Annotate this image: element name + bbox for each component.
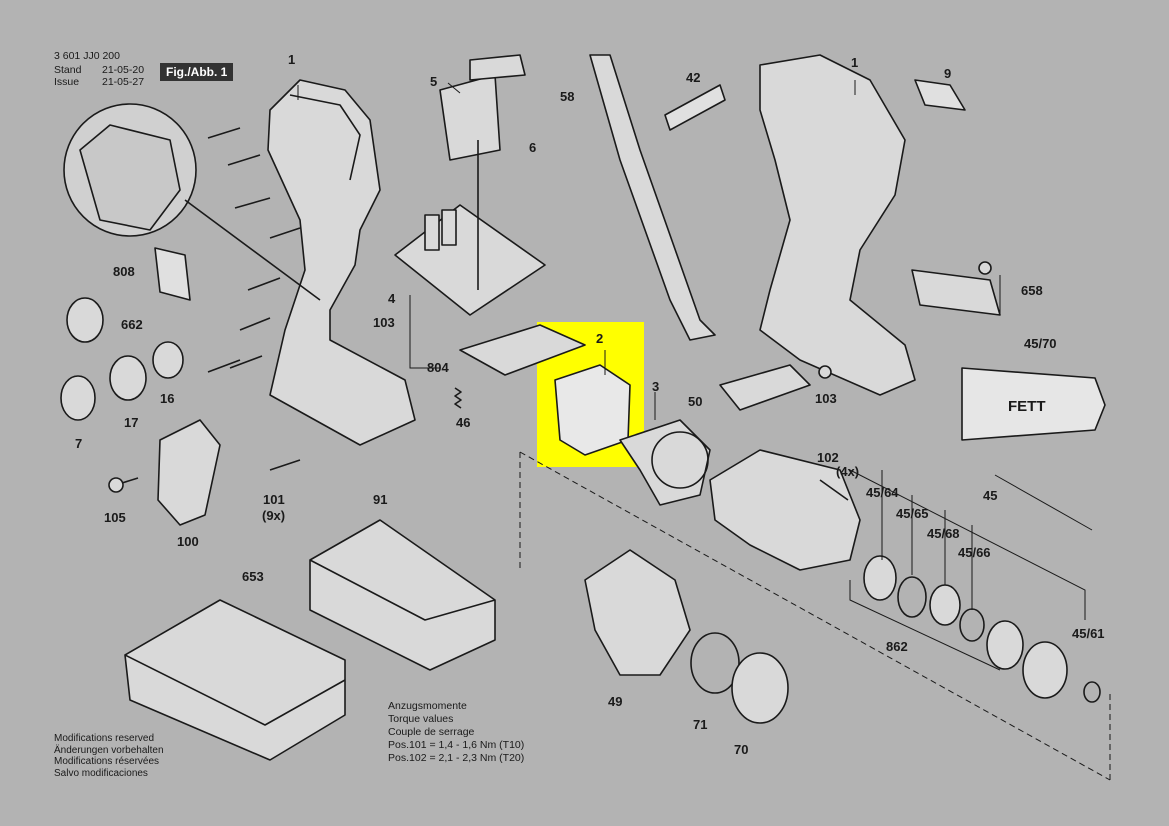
part-16 [152,341,184,379]
part-label: 45/64 [866,485,899,500]
grease-label: FETT [1008,398,1046,415]
part-label: 7 [75,436,83,451]
part-label: 91 [373,492,388,507]
note-fr: Modifications réservées [54,756,160,767]
part-label: 45/66 [958,545,991,560]
label-808 [154,247,191,301]
torque-title-fr: Couple de serrage [388,726,475,738]
grease-tube [961,367,1106,441]
part-label: 5 [430,74,438,89]
part-label: 1 [288,52,296,67]
figure-badge: Fig./Abb. 1 [160,63,234,81]
badge-50 [719,364,811,411]
gear-housing [709,449,861,571]
note-de: Änderungen vorbehalten [54,744,164,756]
pcb-4 [394,204,546,316]
part-label: 46 [456,415,471,430]
part-label: 58 [560,89,575,104]
note-es: Salvo modificaciones [54,767,148,779]
stator-2 [554,364,631,456]
part-label: 105 [104,510,126,525]
nose-49 [584,549,691,676]
switch-5 [439,74,501,161]
part-label: 42 [686,70,701,85]
stand-label: Stand [54,64,82,76]
part-label: 9 [944,66,952,81]
part-7 [60,375,96,421]
part-17 [109,355,147,401]
part-658 [911,269,1001,316]
battery-653 [124,599,346,761]
part-label: 103 [373,315,395,330]
charger-91 [309,519,496,671]
part-label: (9x) [262,508,286,523]
part-label: 45/70 [1024,336,1057,351]
stand-date: 21-05-20 [102,64,145,76]
part-100 [157,419,221,526]
part-label: 16 [160,391,175,406]
part-label: 862 [886,639,908,654]
torque-title-de: Anzugsmomente [388,700,467,712]
part-label: 102 [817,450,839,465]
part-label: 50 [688,394,703,409]
plate-804 [459,324,586,376]
part-label: 100 [177,534,199,549]
torque-values: Anzugsmomente Torque values Couple de se… [388,700,524,765]
part-label: 45/65 [896,506,929,521]
part-label: 658 [1021,283,1043,298]
part-label: 2 [596,331,604,346]
part-label: 103 [815,391,837,406]
torque-title-en: Torque values [388,713,454,725]
issue-label: Issue [54,76,80,88]
spring-46 [454,387,462,409]
label-9 [914,79,966,111]
part-label: 71 [693,717,708,732]
part-label: 49 [608,694,623,709]
strap-58 [589,54,716,341]
part-label: 45/68 [927,526,960,541]
torque-line-2: Pos.102 = 2,1 - 2,3 Nm (T20) [388,752,525,764]
part-label: 17 [124,415,139,430]
part-label: 653 [242,569,264,584]
part-label: 4 [388,291,396,306]
rotor-3 [619,419,711,506]
part-label: (4x) [836,464,860,479]
housing-right [759,54,916,396]
torque-line-1: Pos.101 = 1,4 - 1,6 Nm (T10) [388,739,525,751]
label-42 [664,84,726,131]
issue-date: 21-05-27 [102,76,145,88]
part-label: 6 [529,140,537,155]
screws-101 [207,127,301,471]
part-label: 662 [121,317,143,332]
doc-number: 3 601 JJ0 200 [54,50,120,62]
modification-notes: Modifications reserved Änderungen vorbeh… [54,733,164,779]
part-label: 3 [652,379,660,394]
note-en: Modifications reserved [54,733,155,744]
part-label: 1 [851,55,859,70]
part-label: 70 [734,742,749,757]
part-label: 45/61 [1072,626,1105,641]
housing-left [267,79,416,446]
part-label: 804 [427,360,449,375]
part-label: 101 [263,492,285,507]
part-label: 808 [113,264,135,279]
part-662 [66,297,104,343]
part-label: 45 [983,488,998,503]
